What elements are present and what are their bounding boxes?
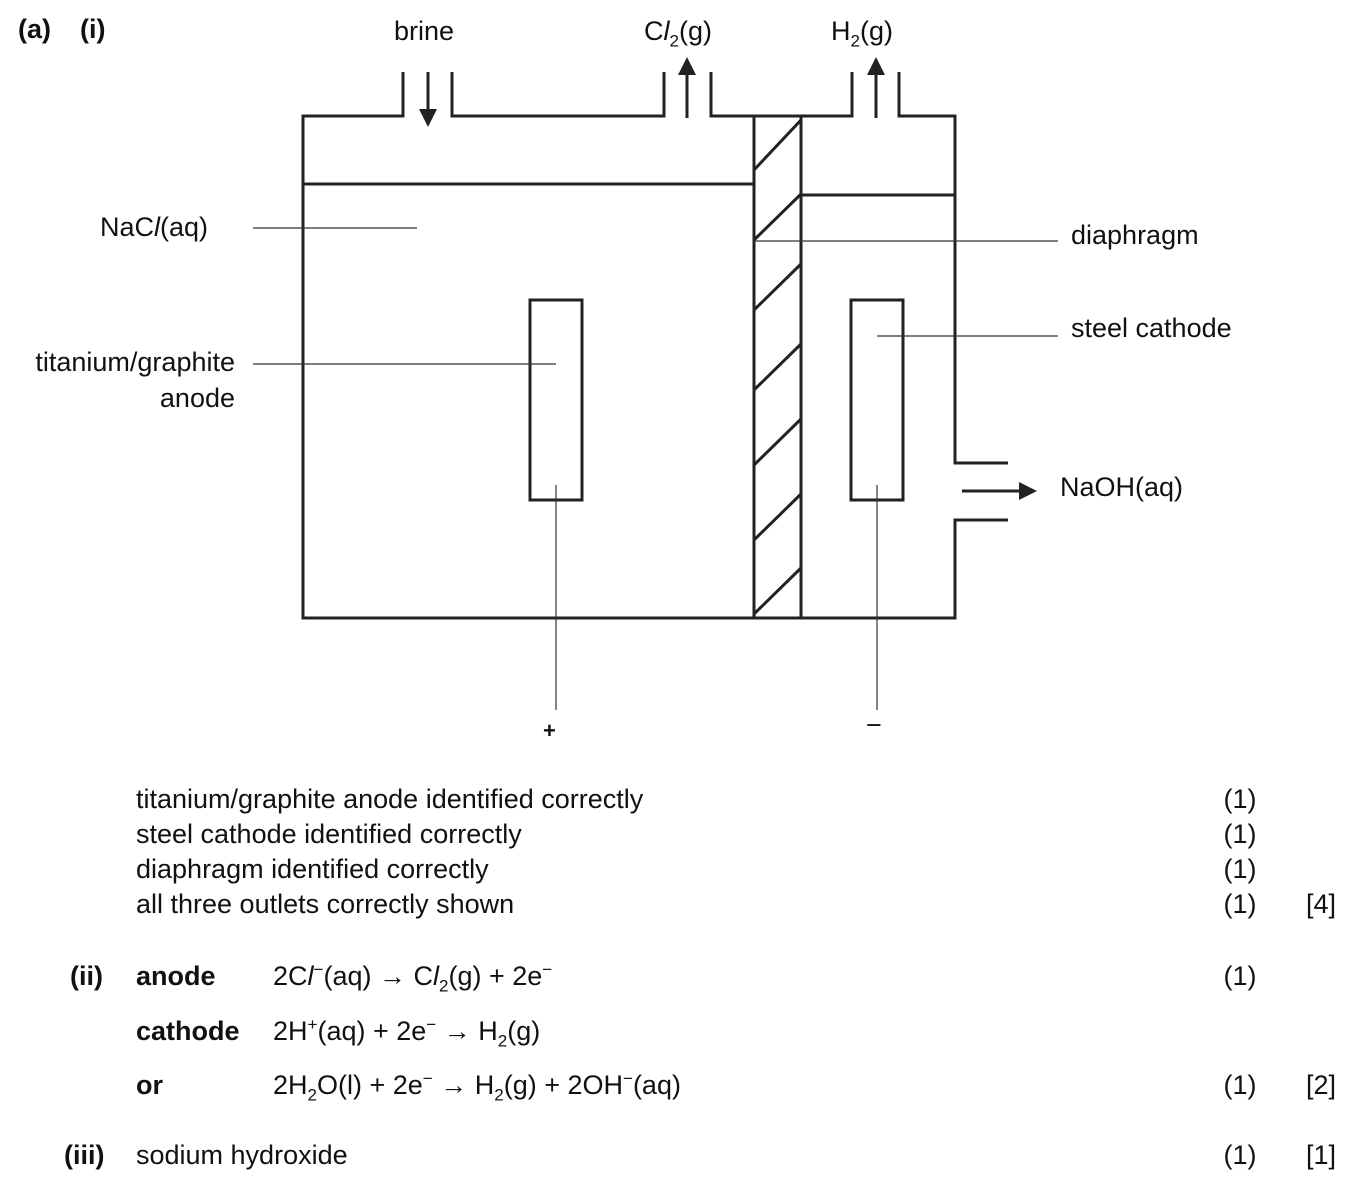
criterion-4-mark: (1) bbox=[1223, 889, 1257, 919]
cathode-alt-equation: 2H2O(l) + 2e− → H2(g) + 2OH−(aq) bbox=[273, 1069, 681, 1105]
anode-electrode bbox=[528, 298, 584, 502]
criterion-3: diaphragm identified correctly bbox=[136, 854, 489, 884]
criterion-3-mark: (1) bbox=[1223, 854, 1257, 884]
nacl-label: NaCl(aq) bbox=[100, 212, 209, 242]
steel-cathode-label: steel cathode bbox=[1071, 313, 1232, 343]
anode-label: titanium/graphite anode bbox=[35, 347, 235, 413]
anode-equation-label: anode bbox=[136, 961, 216, 991]
cathode-equation: 2H+(aq) + 2e− → H2(g) bbox=[273, 1015, 541, 1051]
part-i-total: [4] bbox=[1305, 889, 1337, 919]
cathode-electrode bbox=[849, 298, 905, 502]
criterion-4: all three outlets correctly shown bbox=[136, 889, 515, 919]
or-label: or bbox=[136, 1070, 163, 1100]
chlorine-label: Cl2(g) bbox=[644, 16, 712, 51]
anode-equation-mark: (1) bbox=[1223, 961, 1257, 991]
diaphragm-label: diaphragm bbox=[1071, 220, 1199, 250]
cell-top-mid-wall bbox=[450, 72, 666, 118]
hydrogen-label: H2(g) bbox=[831, 16, 893, 51]
cell-right-wall bbox=[897, 72, 1008, 465]
criterion-1-mark: (1) bbox=[1223, 784, 1257, 814]
part-label: (a) bbox=[18, 14, 51, 44]
subpart-label-iii: (iii) bbox=[64, 1140, 105, 1170]
subpart-label-i: (i) bbox=[80, 14, 106, 44]
electrolysis-cell-diagram bbox=[253, 57, 1058, 710]
part-iii-mark: (1) bbox=[1223, 1140, 1257, 1170]
part-ii-total: [2] bbox=[1305, 1070, 1337, 1100]
diaphragm-wall bbox=[752, 114, 803, 620]
criterion-2: steel cathode identified correctly bbox=[136, 819, 522, 849]
part-iii-answer: sodium hydroxide bbox=[136, 1140, 348, 1170]
diaphragm-hatching bbox=[752, 118, 803, 616]
positive-terminal: + bbox=[543, 718, 556, 743]
cell-top-right-wall bbox=[709, 72, 854, 118]
naoh-label: NaOH(aq) bbox=[1060, 472, 1184, 502]
cathode-equation-label: cathode bbox=[136, 1016, 240, 1046]
cathode-equation-mark: (1) bbox=[1223, 1070, 1257, 1100]
criterion-2-mark: (1) bbox=[1223, 819, 1257, 849]
anode-equation: 2Cl−(aq) → Cl2(g) + 2e− bbox=[273, 960, 553, 996]
part-iii-total: [1] bbox=[1305, 1140, 1337, 1170]
negative-terminal: − bbox=[866, 710, 882, 740]
criterion-1: titanium/graphite anode identified corre… bbox=[136, 784, 644, 814]
brine-label: brine bbox=[394, 16, 455, 46]
cell-top-left-wall bbox=[301, 72, 1008, 620]
subpart-label-ii: (ii) bbox=[70, 961, 103, 991]
